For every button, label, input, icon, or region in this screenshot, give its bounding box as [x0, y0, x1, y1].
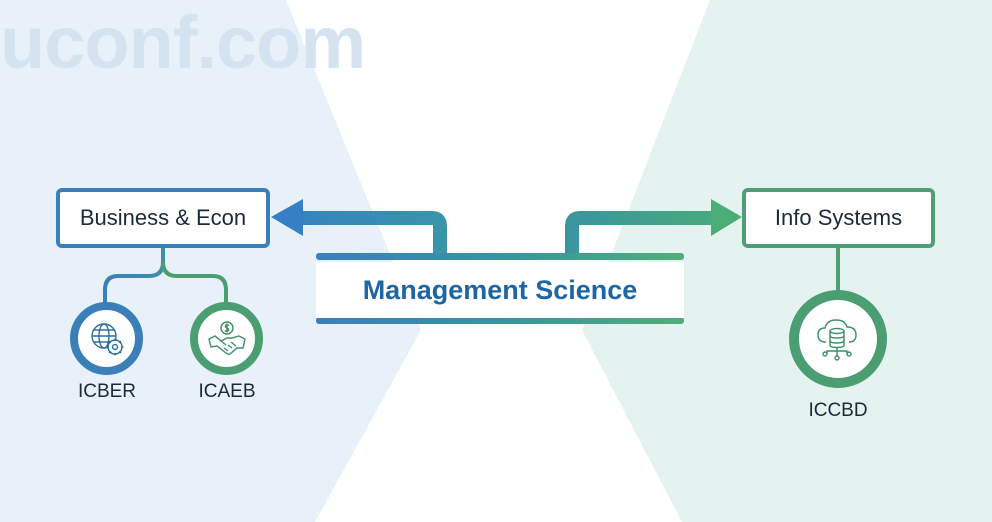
node-info-systems-label: Info Systems	[774, 205, 903, 230]
arrow-to-business	[300, 211, 447, 256]
node-business-econ[interactable]: Business & Econ	[56, 188, 270, 248]
node-icaeb-label: ICAEB	[198, 381, 256, 402]
arrowhead-right	[711, 199, 742, 236]
connector-business-to-icaeb	[161, 261, 228, 304]
node-icber[interactable]	[70, 302, 143, 375]
watermark: uconf.com	[0, 1, 366, 84]
cloud-database-icon	[817, 319, 857, 361]
arrowhead-left	[271, 199, 303, 236]
globe-gear-icon	[90, 322, 123, 355]
center-bar-bottom	[316, 317, 684, 324]
node-info-systems[interactable]: Info Systems	[742, 188, 935, 248]
handshake-dollar-icon	[207, 320, 246, 355]
arrow-to-info	[565, 211, 714, 256]
node-business-econ-label: Business & Econ	[79, 205, 247, 230]
node-iccbd-label: ICCBD	[808, 400, 868, 421]
background-region-green	[582, 0, 992, 522]
node-icaeb[interactable]	[190, 302, 263, 375]
node-icber-label: ICBER	[77, 381, 137, 402]
background-region-blue	[0, 0, 421, 522]
center-bar-top	[316, 253, 684, 260]
center-node-title[interactable]: Management Science	[316, 262, 684, 318]
node-iccbd[interactable]	[789, 290, 887, 388]
